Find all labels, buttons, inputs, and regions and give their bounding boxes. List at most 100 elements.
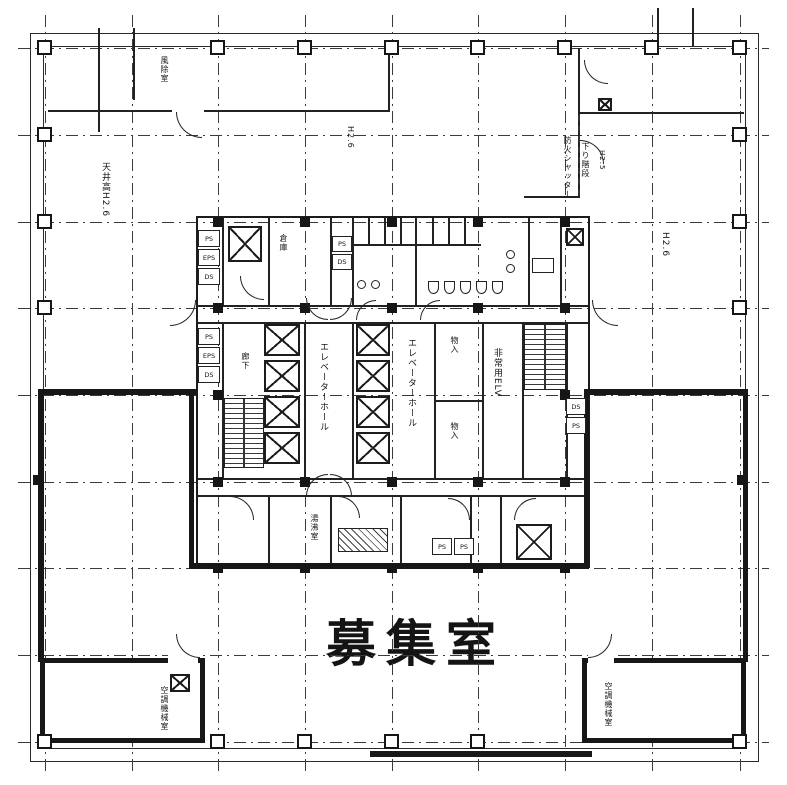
wall [500,495,502,565]
bold-wall [189,389,194,569]
sink-icon [357,280,366,289]
bold-wall [38,389,44,662]
column-marker [470,40,485,55]
column-marker [473,303,483,313]
column-marker [560,390,570,400]
room-label: 物入 [450,422,459,440]
wall [692,8,694,46]
sink-icon [371,280,380,289]
elevator-shaft-icon [264,432,300,464]
sink-icon [506,264,515,273]
wall [522,322,524,478]
wall [196,322,588,324]
column-marker [37,40,52,55]
shaft-box: PS [566,417,586,434]
stair-icon [524,324,566,390]
grid-line [18,395,769,396]
grid-line [18,655,769,656]
shaft-box: PS [332,236,352,252]
machine-room-right [582,658,746,743]
wall [528,216,530,305]
urinal-icon [476,281,487,294]
column-marker [560,563,570,573]
toilet-stall-divider [448,218,450,244]
elevator-shaft-icon [264,396,300,428]
room-label: 空調機械室 [160,686,169,731]
column-marker [37,127,52,142]
grid-line [392,14,393,771]
wall [400,495,402,565]
sink-icon [506,250,515,259]
wall [657,8,659,46]
urinal-icon [492,281,503,294]
wall [415,244,481,246]
column-marker [213,303,223,313]
room-label: エレベーターホール [406,338,416,428]
room-label: 天井高H2.6 [100,162,110,218]
elevator-shaft-icon [598,98,612,111]
column-marker [300,217,310,227]
column-marker [300,303,310,313]
room-label: 非常用ELV [492,348,502,397]
shaft-box: DS [198,268,220,285]
room-label: エレベーターホール [318,342,328,432]
machine-room-left [40,658,205,743]
shaft-box: PS [198,328,220,345]
wall [434,322,436,478]
bold-wall [585,389,748,395]
wall [222,322,224,478]
toilet-stall-divider [432,218,434,244]
wall [352,216,354,305]
wall [133,28,135,100]
column-marker [387,563,397,573]
room-label: H2.6 [660,232,670,258]
wall [470,495,472,565]
bold-wall [743,389,748,662]
column-marker [213,390,223,400]
elevator-shaft-icon [356,396,390,428]
column-marker [37,214,52,229]
elevator-shaft-icon [264,360,300,392]
room-label: 廊下 [241,352,250,370]
wall [524,196,578,198]
room-label: 湯沸室 [310,514,319,541]
wall [304,322,306,478]
shaft-box: DS [198,366,220,383]
column-marker [387,217,397,227]
column-marker [732,300,747,315]
column-marker [37,300,52,315]
column-marker [210,734,225,749]
column-marker [387,477,397,487]
room-label: 防火シャッター [563,136,572,199]
column-marker [732,127,747,142]
column-marker [473,217,483,227]
elevator-shaft-icon [356,324,390,356]
stair-icon [224,398,264,468]
column-marker [213,477,223,487]
shaft-box: DS [566,398,586,415]
bold-wall [38,389,196,395]
toilet-stall-divider [384,218,386,244]
column-marker [387,303,397,313]
column-marker [213,217,223,227]
column-marker [297,734,312,749]
urinal-icon [444,281,455,294]
door-gap [168,654,198,664]
wall [415,216,417,305]
outer-wall [30,33,759,762]
bold-wall [370,751,592,757]
column-marker [213,563,223,573]
column-marker [737,475,747,485]
bold-wall [584,389,589,569]
room-label: 倉庫 [279,234,288,252]
column-marker [384,40,399,55]
shaft-box: PS [454,538,474,555]
column-marker [297,40,312,55]
counter-hatch [338,528,388,552]
grid-line [18,135,769,136]
column-marker [560,217,570,227]
wall [196,495,588,497]
shaft-box: PS [198,230,220,247]
column-marker [37,734,52,749]
wall [222,216,224,305]
